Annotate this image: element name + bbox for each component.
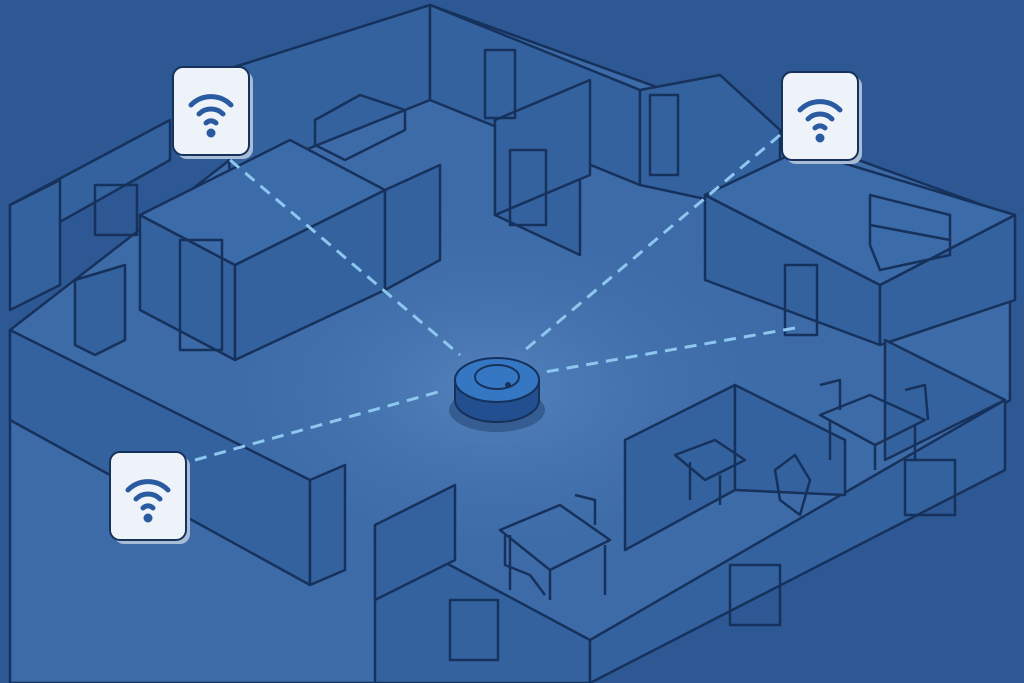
furniture xyxy=(313,93,952,600)
wifi-access-point-top-left-icon xyxy=(173,67,253,159)
wifi-access-point-left-icon xyxy=(110,452,190,544)
doors-windows xyxy=(93,48,957,662)
robot-vacuum-icon xyxy=(449,357,545,432)
wifi-signal-lines xyxy=(194,133,796,462)
wifi-access-point-top-right-icon xyxy=(782,72,862,164)
walls xyxy=(8,3,1017,683)
